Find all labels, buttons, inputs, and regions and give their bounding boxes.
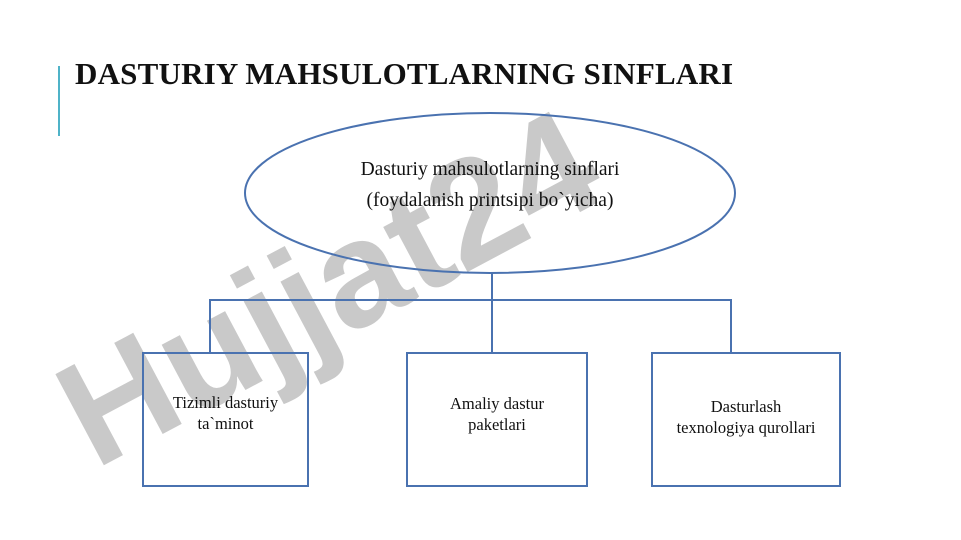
accent-bar	[58, 66, 60, 136]
root-ellipse	[244, 112, 736, 274]
child-box-1	[142, 352, 309, 487]
root-line-2: (foydalanish printsipi bo`yicha)	[366, 190, 614, 211]
child-3-line-1: Dasturlash	[710, 397, 782, 416]
child-node-label-3: Dasturlash texnologiya qurollari	[652, 396, 840, 438]
child-1-line-2: ta`minot	[197, 414, 254, 433]
child-2-line-2: paketlari	[468, 415, 526, 434]
child-box-2	[406, 352, 588, 487]
child-node-label-1: Tizimli dasturiy ta`minot	[143, 392, 308, 434]
root-line-1: Dasturiy mahsulotlarning sinflari	[360, 159, 620, 180]
root-node-label: Dasturiy mahsulotlarning sinflari (foyda…	[290, 154, 690, 216]
child-node-label-2: Amaliy dastur paketlari	[407, 393, 587, 435]
connector-branch	[209, 299, 732, 352]
child-box-3	[651, 352, 841, 487]
child-3-line-2: texnologiya qurollari	[676, 418, 816, 437]
child-2-line-1: Amaliy dastur	[450, 394, 544, 413]
child-1-line-1: Tizimli dasturiy	[172, 393, 279, 412]
page-title: DASTURIY MAHSULOTLARNING SINFLARI	[75, 56, 734, 91]
